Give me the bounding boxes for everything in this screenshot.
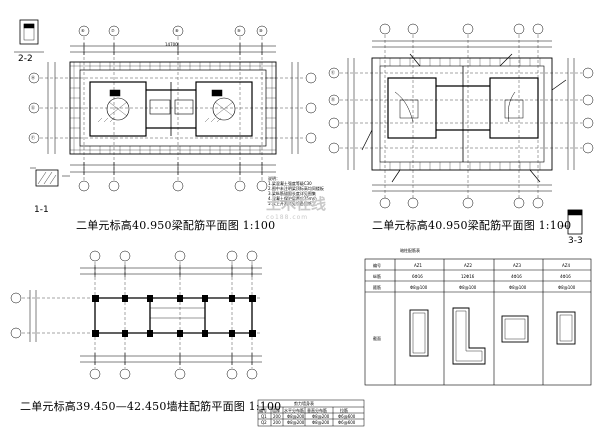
column-table-header: AZ3	[513, 263, 522, 268]
note-item: 4.混凝土保护层厚度25mm	[268, 196, 317, 201]
section-label-1-1: 1-1	[34, 205, 49, 215]
wall-table-cell: 200	[273, 420, 281, 425]
section-1-1	[30, 167, 70, 187]
dimension-total: 14700	[165, 42, 178, 47]
wall-table-cell: Φ8@200	[312, 414, 330, 419]
column-table-cell: 纵筋	[373, 274, 381, 279]
wall-table-cell: Φ6@600	[338, 420, 356, 425]
beam-plan-left	[28, 25, 317, 192]
section-2-2	[14, 19, 44, 53]
column-table-header: 编号	[373, 263, 381, 268]
wall-table-cell: Φ8@200	[312, 420, 330, 425]
wall-table-cell: Φ8@200	[287, 414, 305, 419]
section-3-3	[560, 209, 583, 235]
column-table-cell: 截面	[373, 336, 381, 341]
wall-table-cell: 200	[273, 414, 281, 419]
column-schedule-grid	[364, 258, 592, 386]
column-table-cell: Φ8@100	[410, 285, 428, 290]
wall-table-header: 拉筋	[340, 408, 348, 413]
wall-table-header: 编号	[259, 408, 267, 413]
watermark-url: co188.com	[266, 214, 309, 221]
watermark: 土木在线 co188.com	[266, 193, 326, 221]
wall-table-header: 垂直分布筋	[307, 408, 327, 413]
grid-label-left-5: ⑩	[259, 28, 263, 33]
general-notes: 说明： 1.梁混凝土强度等级C30 2.图中未注明梁顶标高均同楼板 3.梁纵筋锚…	[268, 176, 364, 206]
beam-plan-right	[328, 23, 594, 209]
wall-table-title: 剪力墙身表	[294, 401, 314, 406]
column-table-cell: 12Φ16	[461, 274, 475, 279]
wall-table-header: 水平分布筋	[284, 408, 304, 413]
note-item: 5.梁上开洞详见设备图纸	[268, 201, 312, 206]
note-item: 1.梁混凝土强度等级C30	[268, 181, 312, 186]
column-table-cell: Φ8@100	[459, 285, 477, 290]
title-wall-column-plan: 二单元标高39.450—42.450墙柱配筋平面图 1:100	[20, 400, 282, 413]
column-table-cell: Φ8@100	[509, 285, 527, 290]
grid-label-left-3: ⑧	[175, 28, 179, 33]
title-beam-plan-left: 二单元标高40.950梁配筋平面图 1:100	[76, 219, 276, 232]
column-table-cell: Φ8@100	[558, 285, 576, 290]
wall-column-plan	[10, 250, 262, 380]
grid-label-row-1: Ⓗ	[31, 75, 35, 80]
wall-table-cell: Φ6@600	[338, 414, 356, 419]
column-table-cell: 箍筋	[373, 285, 381, 290]
wall-table-cell: Q1	[261, 414, 267, 419]
watermark-text: 土木在线	[266, 195, 327, 213]
column-table-header: AZ2	[464, 263, 473, 268]
grid-label-row-5: Ⓓ	[331, 97, 335, 102]
column-table-title: 暗柱配筋表	[400, 248, 420, 253]
column-table-header: AZ1	[414, 263, 423, 268]
notes-title: 说明：	[268, 176, 280, 181]
wall-table-cell: Q2	[261, 420, 267, 425]
section-label-3-3: 3-3	[568, 236, 583, 246]
wall-table-header: 墙厚	[272, 408, 280, 413]
note-item: 2.图中未注明梁顶标高均同楼板	[268, 186, 324, 191]
column-table-header: AZ4	[562, 263, 571, 268]
section-label-2-2: 2-2	[18, 54, 33, 64]
grid-label-left-4: ⑨	[237, 28, 241, 33]
grid-label-row-2: Ⓖ	[31, 105, 35, 110]
column-table-cell: 4Φ16	[511, 274, 522, 279]
grid-label-row-4: Ⓔ	[331, 70, 335, 75]
wall-schedule-grid	[257, 399, 365, 427]
wall-table-cell: Φ8@200	[287, 420, 305, 425]
grid-label-left-2: ⑦	[111, 28, 115, 33]
grid-label-left-1: ⑥	[81, 28, 85, 33]
column-table-cell: 4Φ16	[560, 274, 571, 279]
grid-label-row-3: Ⓕ	[31, 135, 35, 140]
column-table-cell: 6Φ16	[412, 274, 423, 279]
title-beam-plan-right: 二单元标高40.950梁配筋平面图 1:100	[372, 219, 572, 232]
note-item: 3.梁纵筋锚固长度详见图集	[268, 191, 316, 196]
